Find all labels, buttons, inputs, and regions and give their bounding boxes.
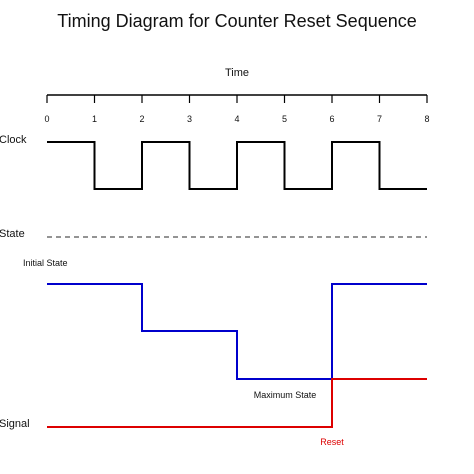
maximum-state-annotation: Maximum State [254,390,317,400]
signal-row-label: Signal [0,418,30,430]
time-tick-label-8: 8 [424,114,429,124]
state-row-label: State [0,228,25,240]
reset-signal-waveform [47,378,427,428]
time-tick-label-4: 4 [234,114,239,124]
time-axis-ticks: 0 1 2 3 4 5 6 7 8 [44,95,430,124]
time-tick-label-5: 5 [282,114,287,124]
initial-state-annotation: Initial State [23,258,68,268]
clock-waveform [47,141,427,190]
time-tick-label-7: 7 [377,114,382,124]
time-axis-label: Time [225,67,249,79]
time-tick-label-0: 0 [44,114,49,124]
clock-row-label: Clock [0,134,27,146]
time-tick-label-6: 6 [329,114,334,124]
diagram-title: Timing Diagram for Counter Reset Sequenc… [57,11,417,31]
reset-annotation: Reset [320,437,344,447]
state-waveform [47,283,427,380]
time-tick-label-2: 2 [139,114,144,124]
time-tick-label-1: 1 [92,114,97,124]
time-tick-label-3: 3 [187,114,192,124]
